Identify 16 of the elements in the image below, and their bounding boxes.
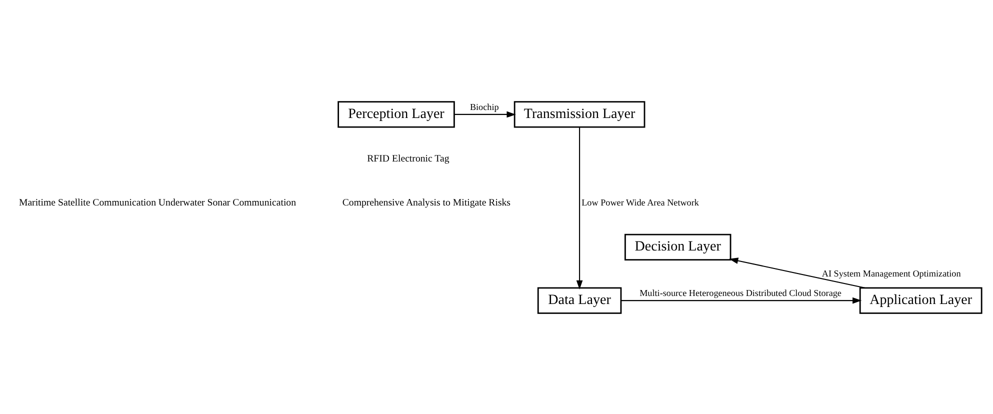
- node-box: Application Layer: [859, 286, 982, 314]
- node-box: Decision Layer: [624, 233, 732, 260]
- edge-label: Multi-source Heterogeneous Distributed Cloud Storage: [640, 287, 842, 298]
- arrow: [729, 257, 865, 288]
- node-box: Transmission Layer: [514, 100, 646, 128]
- arrow: [621, 296, 862, 304]
- arrow: [454, 110, 516, 118]
- edge-label: Low Power Wide Area Network: [582, 196, 699, 207]
- node-box: Perception Layer: [338, 100, 455, 128]
- label: Comprehensive Analysis to Mitigate Risks: [342, 197, 511, 208]
- label: RFID Electronic Tag: [367, 152, 450, 164]
- arrow: [576, 126, 583, 289]
- label: Maritime Satellite Communication Underwater Sonar Communication: [18, 197, 296, 208]
- edge-label: AI System Management Optimization: [822, 268, 961, 278]
- edge-label: Biochip: [470, 101, 499, 112]
- node-box: Data Layer: [537, 286, 622, 314]
